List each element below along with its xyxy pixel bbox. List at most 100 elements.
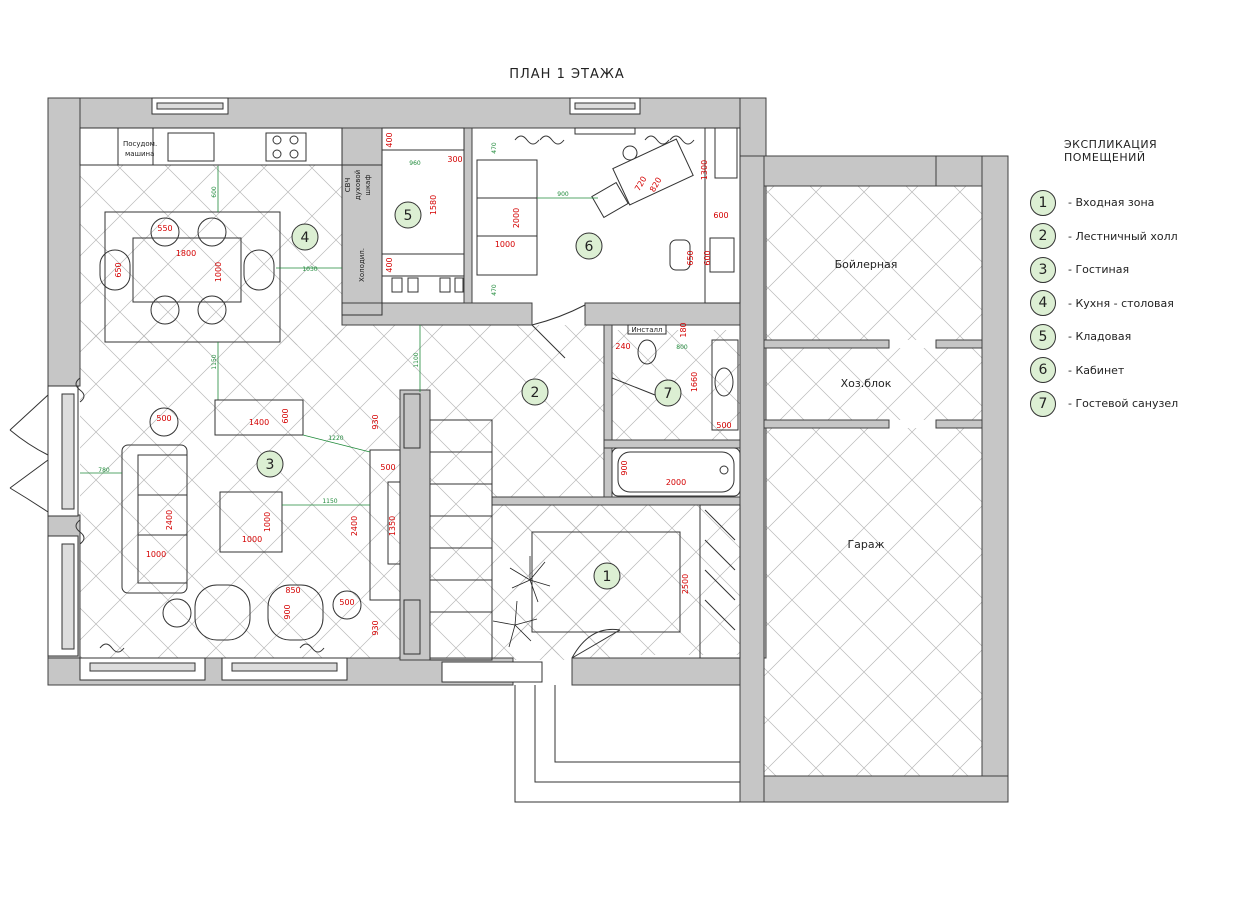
legend-name: - Лестничный холл (1068, 229, 1178, 243)
legend-number: 4 (1030, 290, 1056, 317)
svg-text:1000: 1000 (146, 550, 166, 559)
svg-text:780: 780 (98, 467, 110, 474)
windows (9, 97, 641, 683)
svg-text:1000: 1000 (495, 240, 515, 249)
svg-text:Посудом.: Посудом. (123, 140, 157, 148)
svg-text:1660: 1660 (690, 372, 699, 392)
legend-number: 2 (1030, 223, 1056, 250)
room-label-boiler: Бойлерная (835, 258, 898, 271)
floor-tiles (80, 165, 982, 776)
svg-text:2400: 2400 (165, 510, 174, 530)
svg-text:1000: 1000 (263, 512, 272, 532)
svg-text:1800: 1800 (176, 249, 196, 258)
storage-room: 400 960 300 1580 400 (381, 127, 465, 293)
svg-text:500: 500 (339, 598, 354, 607)
legend-name: - Кабинет (1068, 363, 1125, 377)
legend-number: 7 (1030, 390, 1056, 417)
legend-name: - Кухня - столовая (1068, 296, 1174, 310)
svg-text:180: 180 (679, 322, 688, 337)
room-legend: ЭКСПЛИКАЦИЯ ПОМЕЩЕНИЙ 1- Входная зона 2-… (1030, 138, 1240, 421)
svg-text:600: 600 (211, 186, 218, 198)
svg-text:470: 470 (491, 142, 498, 154)
room-label-garage: Гараж (847, 538, 884, 551)
svg-text:2500: 2500 (681, 574, 690, 594)
svg-text:Холодил.: Холодил. (358, 248, 366, 282)
svg-text:720: 720 (633, 175, 648, 193)
svg-text:930: 930 (371, 620, 380, 635)
living-room: 500 1400 600 1220 930 780 500 2400 1000 … (75, 377, 401, 653)
svg-text:650: 650 (686, 250, 695, 265)
svg-text:930: 930 (371, 414, 380, 429)
svg-text:600: 600 (703, 250, 712, 265)
svg-text:960: 960 (409, 160, 421, 167)
svg-text:шкаф: шкаф (364, 175, 372, 196)
svg-text:Инсталл: Инсталл (632, 326, 663, 334)
legend-name: - Гостевой санузел (1068, 397, 1179, 411)
svg-text:1000: 1000 (214, 262, 223, 282)
legend-row: 2 - Лестничный холл (1030, 220, 1240, 254)
svg-text:1030: 1030 (302, 266, 317, 273)
svg-text:2000: 2000 (512, 208, 521, 228)
svg-text:240: 240 (615, 342, 630, 351)
legend-name: - Кладовая (1068, 330, 1132, 344)
svg-text:СВЧ: СВЧ (344, 178, 352, 193)
study-room: 470 900 2000 1000 1300 720 820 600 650 6… (476, 127, 741, 359)
svg-text:500: 500 (156, 414, 171, 423)
legend-row: 6 - Кабинет (1030, 354, 1240, 388)
svg-text:400: 400 (385, 257, 394, 272)
svg-text:1: 1 (603, 569, 612, 585)
stairs: 1100 (403, 325, 493, 661)
svg-text:3: 3 (266, 457, 275, 473)
legend-row: 7 - Гостевой санузел (1030, 387, 1240, 421)
svg-text:1150: 1150 (322, 498, 337, 505)
svg-text:1400: 1400 (249, 418, 269, 427)
svg-text:2400: 2400 (350, 516, 359, 536)
room-numbers: 1 2 3 4 5 6 7 (256, 201, 682, 590)
svg-text:600: 600 (281, 408, 290, 423)
svg-text:900: 900 (557, 191, 569, 198)
svg-text:1000: 1000 (242, 535, 262, 544)
svg-text:машина: машина (125, 150, 154, 158)
svg-text:духовой: духовой (354, 170, 362, 200)
svg-text:500: 500 (716, 421, 731, 430)
svg-text:5: 5 (404, 208, 413, 224)
kitchen-cabinets: Посудом. машина СВЧ духовой шкаф Холодил… (79, 127, 383, 316)
svg-text:300: 300 (447, 155, 462, 164)
svg-text:550: 550 (157, 224, 172, 233)
svg-text:4: 4 (301, 230, 310, 246)
legend-heading: ЭКСПЛИКАЦИЯ ПОМЕЩЕНИЙ (1064, 138, 1158, 164)
room-label-utility: Хоз.блок (841, 377, 892, 390)
legend-row: 4 - Кухня - столовая (1030, 287, 1240, 321)
legend-number: 1 (1030, 189, 1056, 216)
plan-title: ПЛАН 1 ЭТАЖА (509, 67, 625, 82)
dining-table: 550 1800 650 1000 1030 600 1150 (99, 166, 342, 400)
svg-text:850: 850 (285, 586, 300, 595)
svg-text:400: 400 (385, 132, 394, 147)
svg-text:900: 900 (620, 460, 629, 475)
legend-number: 6 (1030, 357, 1056, 384)
legend-name: - Входная зона (1068, 196, 1155, 210)
legend-row: 5- Кладовая (1030, 320, 1240, 354)
svg-text:1580: 1580 (429, 195, 438, 215)
svg-text:650: 650 (114, 262, 123, 277)
svg-text:820: 820 (648, 176, 663, 194)
svg-text:1150: 1150 (211, 354, 218, 369)
svg-text:470: 470 (491, 284, 498, 296)
svg-text:7: 7 (664, 386, 673, 402)
svg-text:1220: 1220 (328, 435, 343, 442)
svg-text:900: 900 (283, 604, 292, 619)
legend-name: - Гостиная (1068, 263, 1130, 277)
svg-text:6: 6 (585, 239, 594, 255)
legend-number: 3 (1030, 256, 1056, 283)
legend-row: 3 - Гостиная (1030, 253, 1240, 287)
svg-text:1350: 1350 (388, 516, 397, 536)
walls (47, 97, 1009, 803)
porch-steps (514, 685, 740, 803)
bathroom: Инсталл 240 800 180 1660 500 900 2000 (611, 322, 741, 497)
svg-text:600: 600 (713, 211, 728, 220)
svg-text:2: 2 (531, 385, 540, 401)
svg-text:500: 500 (380, 463, 395, 472)
svg-text:1300: 1300 (700, 160, 709, 180)
svg-text:2000: 2000 (666, 478, 686, 487)
